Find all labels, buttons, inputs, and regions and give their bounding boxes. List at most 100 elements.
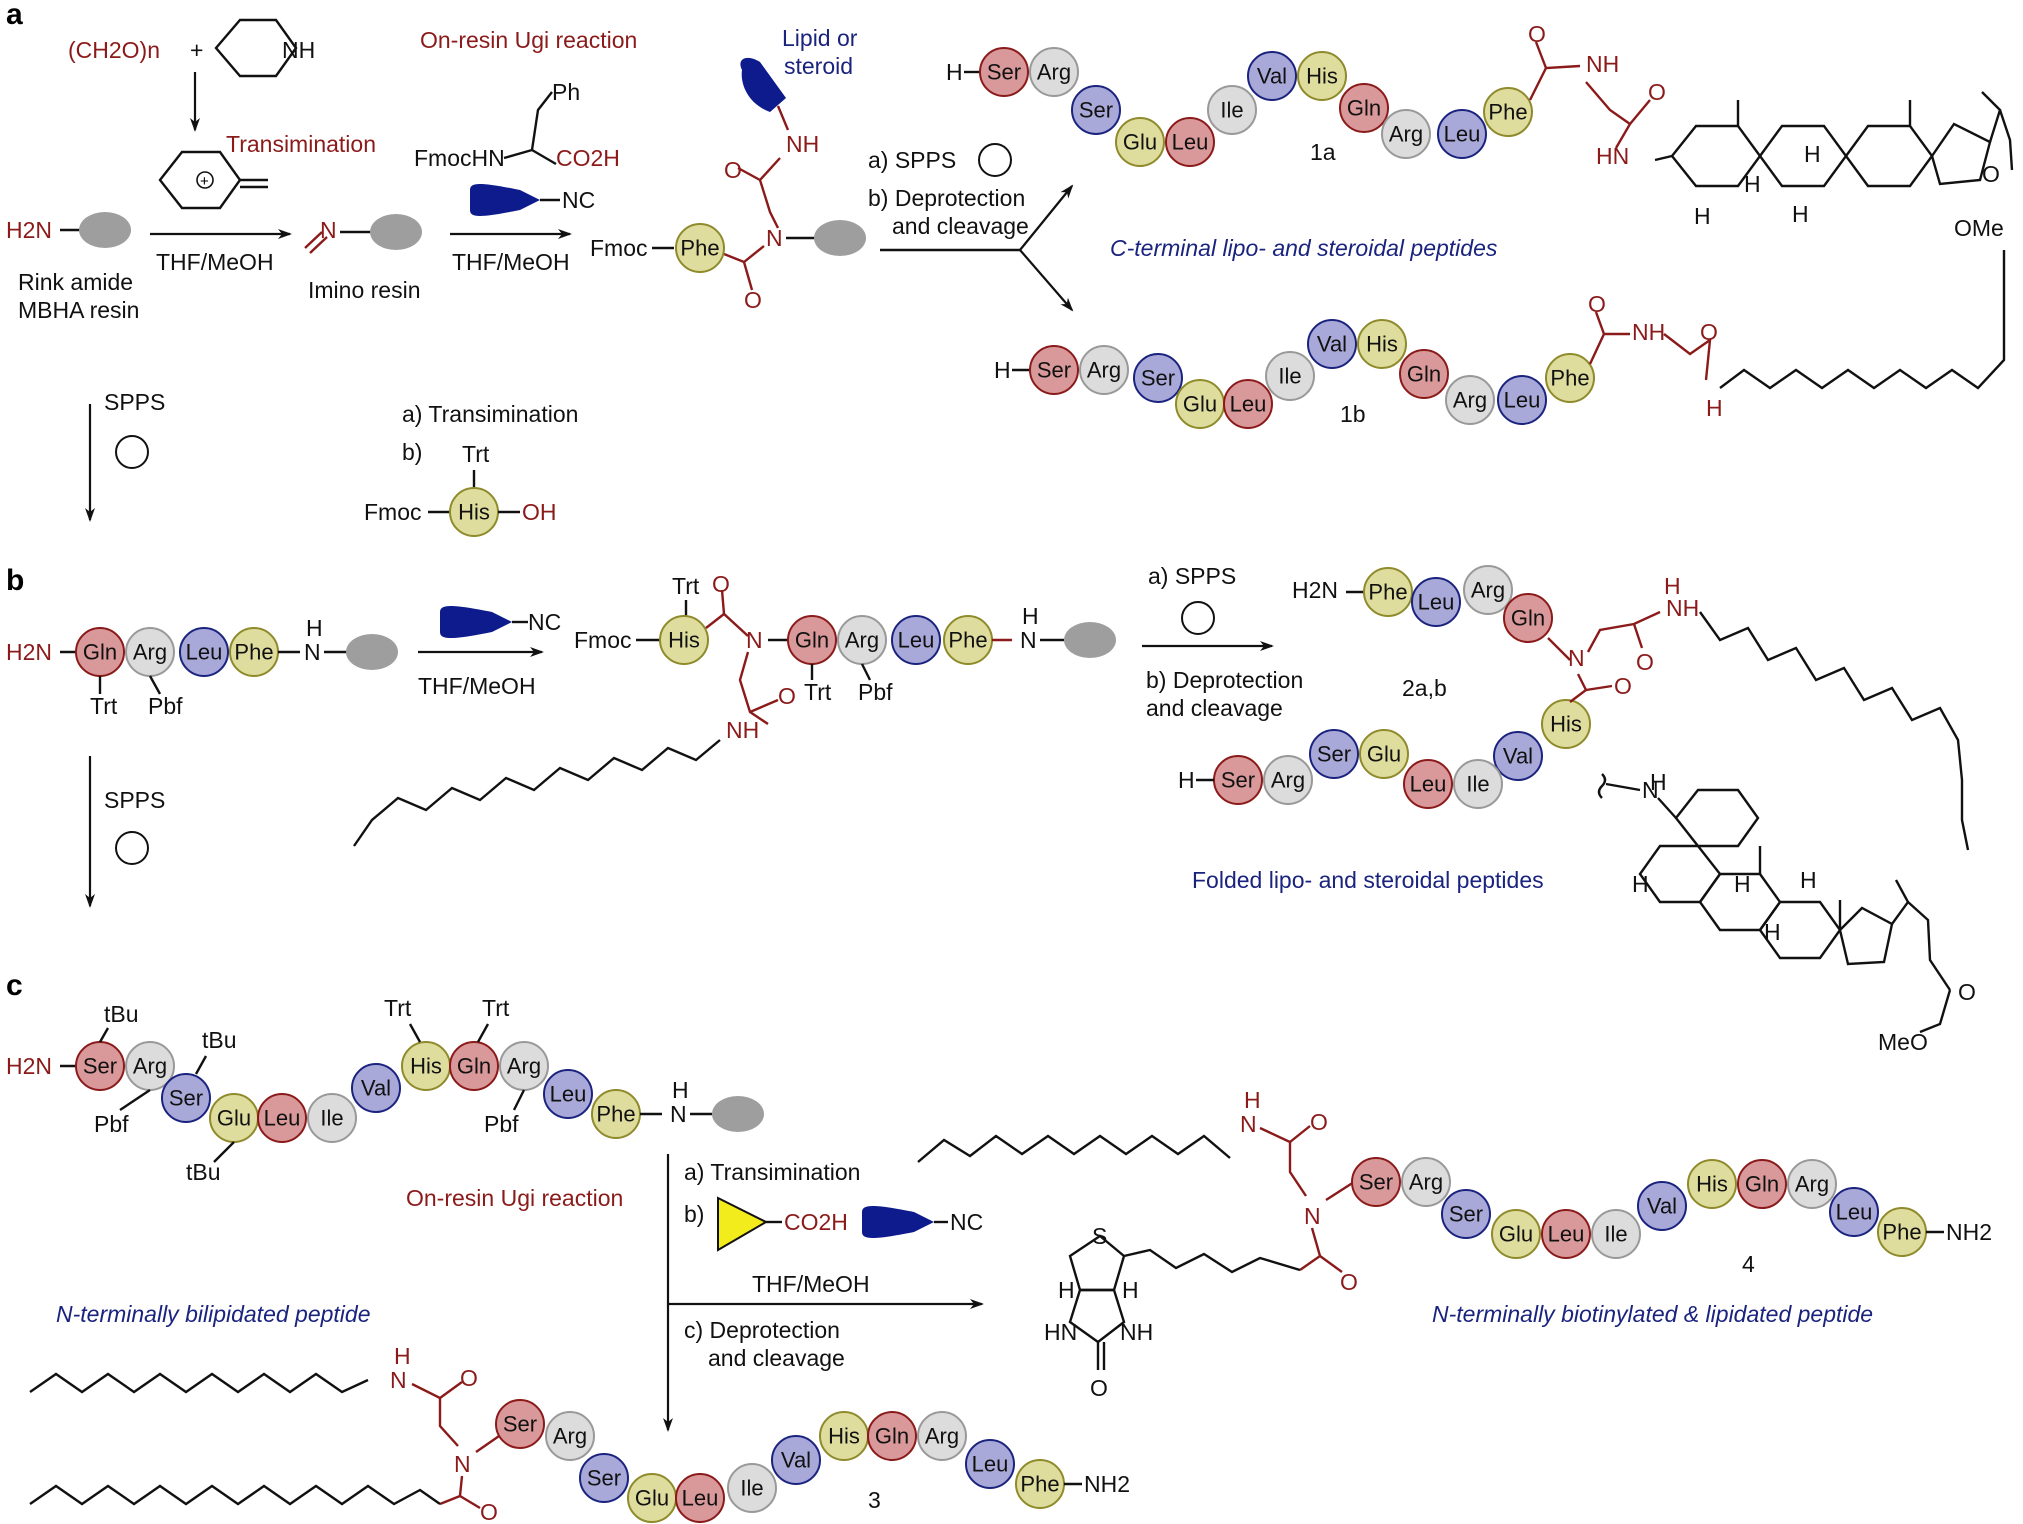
- h-label-biotin-1: H: [1058, 1277, 1075, 1303]
- ph-label: Ph: [552, 79, 580, 105]
- peptide-1a: Ser Arg Ser Glu Leu Ile Val His Gln Arg …: [979, 47, 1533, 167]
- solvent-label-c: THF/MeOH: [752, 1271, 870, 1297]
- meo-label: MeO: [1878, 1029, 1928, 1055]
- svg-text:Leu: Leu: [264, 1106, 301, 1131]
- solvent-label-b: THF/MeOH: [418, 673, 536, 699]
- bond-n-ser-3: [475, 1433, 503, 1453]
- nh-label-a: NH: [786, 131, 819, 157]
- svg-text:Val: Val: [1257, 64, 1287, 89]
- compound-2ab: 2a,b: [1402, 675, 1447, 701]
- residue-gln-4: Gln: [1737, 1159, 1787, 1209]
- fmoc-label-b: Fmoc: [574, 627, 632, 653]
- residue-ser-4-1: Ser: [1351, 1157, 1401, 1207]
- bond-arg-pbf-c: [119, 1089, 151, 1111]
- residue-phe-1a: Phe: [1483, 87, 1533, 137]
- paraformaldehyde-label: (CH2O)n: [68, 37, 160, 63]
- peptide-c-resin: Ser Arg Ser Glu Leu Ile Val His Gln Arg …: [75, 1041, 641, 1143]
- folded-label: Folded lipo- and steroidal peptides: [1192, 867, 1544, 893]
- linker-1a: [1528, 64, 1581, 101]
- peptide-3: Ser Arg Ser Glu Leu Ile Val His Gln Arg …: [495, 1399, 1065, 1523]
- o-label-1b-2: O: [1700, 319, 1718, 345]
- svg-text:Phe: Phe: [1368, 580, 1407, 605]
- svg-text:Leu: Leu: [1230, 392, 1267, 417]
- residue-glu-2: Glu: [1359, 729, 1409, 779]
- plus-charge-icon: [196, 171, 214, 189]
- lipid-label-2: steroid: [784, 53, 853, 79]
- n-label-3a: N: [390, 1367, 407, 1393]
- resin-bead-b1: [346, 634, 398, 670]
- svg-text:Ser: Ser: [83, 1054, 117, 1079]
- svg-text:Ile: Ile: [1466, 772, 1489, 797]
- gly-1b: [1663, 333, 1712, 381]
- residue-leu-3-1: Leu: [675, 1473, 725, 1523]
- svg-text:Ser: Ser: [1221, 768, 1255, 793]
- residue-phe-4: Phe: [1877, 1207, 1927, 1257]
- svg-text:Phe: Phe: [596, 1102, 635, 1127]
- compound-3: 3: [868, 1487, 881, 1513]
- carbonyl-3a: [439, 1381, 463, 1399]
- svg-text:His: His: [828, 1424, 860, 1449]
- residue-leu-b2: Leu: [891, 615, 941, 665]
- panel-label-c: c: [6, 969, 23, 1002]
- fmochn-label: FmocHN: [414, 145, 505, 171]
- residue-ile-1b: Ile: [1265, 351, 1315, 401]
- resin-bead-c: [712, 1096, 764, 1132]
- residue-val-c1: Val: [351, 1063, 401, 1113]
- svg-text:Arg: Arg: [1271, 768, 1305, 793]
- carbonyl-1b: [1594, 311, 1606, 335]
- isocyanide-blob-a: [470, 184, 540, 216]
- bond-arg-pbf-b: [148, 675, 162, 695]
- n-label-4a: N: [1240, 1111, 1257, 1137]
- linker-1b: [1588, 332, 1630, 365]
- bond-gln-trt: [476, 1023, 490, 1043]
- panel-b: H2N Gln Arg Leu Phe Trt Pbf H N NC THF/M…: [6, 563, 1976, 1055]
- h-label-1a-b: H: [1744, 171, 1761, 197]
- amide-b: [705, 612, 749, 637]
- peptide-2ab: Phe Leu Arg Gln His Val Ile Leu Glu Ser …: [1213, 565, 1591, 809]
- carbonyl-1a-2: [1629, 99, 1651, 125]
- spps-label-b: SPPS: [104, 787, 165, 813]
- imine-bond-2: [309, 236, 328, 254]
- h2n-label-b: H2N: [6, 639, 52, 665]
- isocyanide-blob-b: [440, 606, 512, 638]
- svg-text:His: His: [1696, 1172, 1728, 1197]
- n-label-a: N: [766, 225, 783, 251]
- s-label-biotin: S: [1092, 1223, 1107, 1249]
- residue-leu-c1: Leu: [257, 1093, 307, 1143]
- gly-b: [738, 651, 769, 725]
- nh-label-1a: NH: [1586, 51, 1619, 77]
- transimination-label: Transimination: [226, 131, 376, 157]
- lipid-blob-a: [740, 57, 786, 112]
- lipid-nh-bond: [776, 105, 790, 131]
- compound-1b: 1b: [1340, 401, 1366, 427]
- svg-text:Gln: Gln: [457, 1054, 491, 1079]
- svg-text:Ser: Ser: [1037, 358, 1071, 383]
- residue-arg-1b-2: Arg: [1445, 375, 1495, 425]
- n-label-2: N: [1568, 645, 1585, 671]
- svg-text:Ser: Ser: [1449, 1202, 1483, 1227]
- compound-4: 4: [1742, 1251, 1755, 1277]
- svg-text:Ile: Ile: [320, 1106, 343, 1131]
- residue-phe-b2: Phe: [943, 615, 993, 665]
- residue-arg-4-2: Arg: [1787, 1159, 1837, 1209]
- residue-leu-4-1: Leu: [1541, 1209, 1591, 1259]
- pbf-label-c2: Pbf: [484, 1111, 519, 1137]
- nh-label-1b: NH: [1632, 319, 1665, 345]
- residue-leu-b1: Leu: [179, 627, 229, 677]
- lipid-chain-b: [353, 739, 721, 847]
- svg-text:Gln: Gln: [1511, 606, 1545, 631]
- residue-leu-1a-2: Leu: [1437, 109, 1487, 159]
- svg-text:Glu: Glu: [635, 1486, 669, 1511]
- svg-text:Arg: Arg: [553, 1424, 587, 1449]
- residue-glu-1a: Glu: [1115, 117, 1165, 167]
- h-label-1a: H: [946, 59, 963, 85]
- panel-a: (CH2O)n + NH Transimination + H2N Rink a…: [6, 18, 2014, 537]
- bond-n-ser-4: [1325, 1180, 1355, 1202]
- svg-text:Leu: Leu: [1444, 122, 1481, 147]
- trt-label-b1: Trt: [90, 693, 118, 719]
- svg-text:Gln: Gln: [1347, 96, 1381, 121]
- svg-text:Arg: Arg: [1795, 1172, 1829, 1197]
- resin-bead-rink: [79, 212, 131, 248]
- svg-text:Arg: Arg: [845, 628, 879, 653]
- carbonyl-2a: [1632, 623, 1644, 649]
